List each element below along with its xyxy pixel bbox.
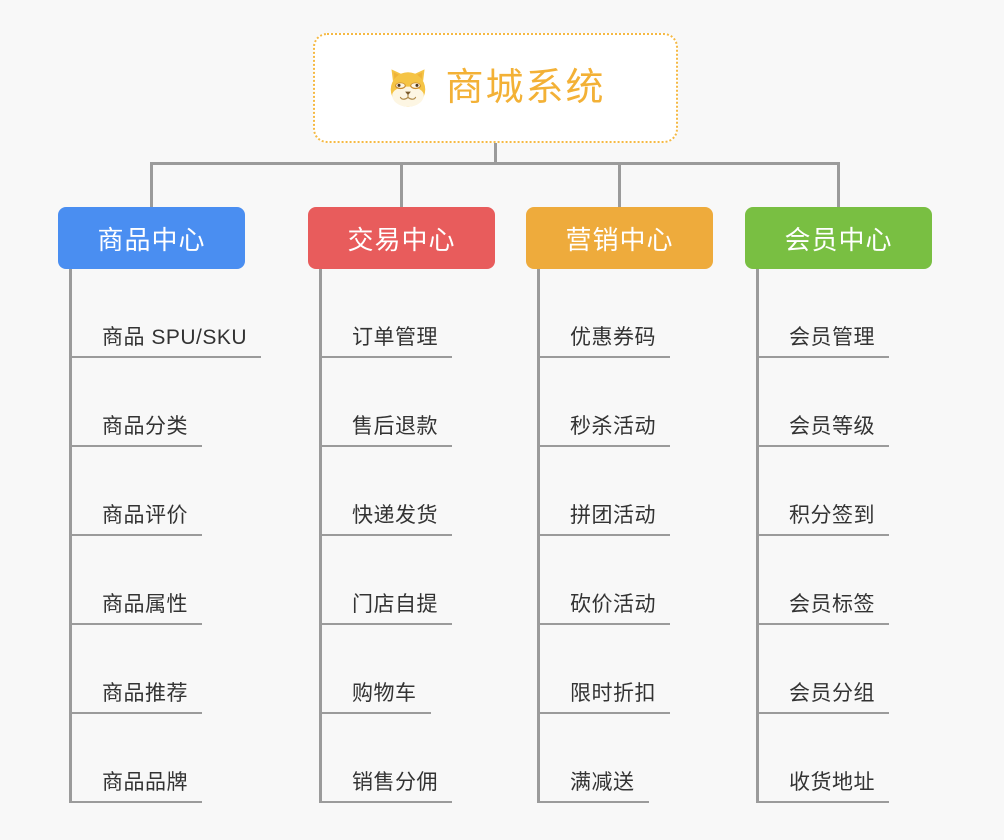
leaf-label: 会员等级 [789,414,875,438]
connector-drop-trade-center [400,162,403,208]
shiba-dog-face-icon [385,65,431,111]
connector-horizontal-bus [150,162,840,165]
leaf-underline: 销售分佣 [322,771,452,803]
leaf-list-marketing-center: 优惠券码 秒杀活动 拼团活动 砍价活动 限时折扣 满减送 [537,269,713,803]
list-item[interactable]: 积分签到 [759,447,932,536]
leaf-list-product-center: 商品 SPU/SKU 商品分类 商品评价 商品属性 商品推荐 商品品牌 [69,269,262,803]
list-item[interactable]: 商品分类 [72,358,261,447]
leaf-underline: 会员分组 [759,682,889,714]
leaf-list-member-center: 会员管理 会员等级 积分签到 会员标签 会员分组 收货地址 [756,269,932,803]
leaf-label: 会员标签 [789,592,875,616]
leaf-label: 砍价活动 [570,592,656,616]
leaf-underline: 商品分类 [72,415,202,447]
branch-member-center: 会员中心 会员管理 会员等级 积分签到 会员标签 会员分组 收货地址 [745,207,932,803]
leaf-underline: 积分签到 [759,504,889,536]
leaf-underline: 商品推荐 [72,682,202,714]
leaf-underline: 购物车 [322,682,431,714]
leaf-underline: 商品属性 [72,593,202,625]
leaf-label: 优惠券码 [570,325,656,349]
branch-product-center: 商品中心 商品 SPU/SKU 商品分类 商品评价 商品属性 商品推荐 商品品牌 [58,207,262,803]
category-header-member-center[interactable]: 会员中心 [745,207,932,269]
leaf-underline: 售后退款 [322,415,452,447]
list-item[interactable]: 会员分组 [759,625,932,714]
leaf-label: 商品评价 [102,503,188,527]
leaf-label: 订单管理 [352,325,438,349]
leaf-label: 销售分佣 [352,770,438,794]
category-header-product-center[interactable]: 商品中心 [58,207,245,269]
leaf-underline: 满减送 [540,771,649,803]
list-item[interactable]: 售后退款 [322,358,495,447]
list-item[interactable]: 商品推荐 [72,625,261,714]
leaf-underline: 商品评价 [72,504,202,536]
leaf-underline: 优惠券码 [540,326,670,358]
list-item[interactable]: 秒杀活动 [540,358,713,447]
leaf-label: 商品推荐 [102,681,188,705]
list-item[interactable]: 收货地址 [759,714,932,803]
leaf-label: 门店自提 [352,592,438,616]
list-item[interactable]: 优惠券码 [540,269,713,358]
leaf-underline: 会员管理 [759,326,889,358]
leaf-underline: 拼团活动 [540,504,670,536]
leaf-label: 会员分组 [789,681,875,705]
list-item[interactable]: 商品 SPU/SKU [72,269,262,358]
leaf-label: 收货地址 [789,770,875,794]
list-item[interactable]: 商品属性 [72,536,261,625]
leaf-underline: 限时折扣 [540,682,670,714]
category-header-label: 商品中心 [97,224,206,255]
leaf-label: 商品分类 [102,414,188,438]
leaf-label: 商品属性 [102,592,188,616]
leaf-label: 商品品牌 [102,770,188,794]
root-node-shopping-mall-system[interactable]: 商城系统 [313,33,678,143]
list-item[interactable]: 商品品牌 [72,714,261,803]
leaf-label: 快递发货 [352,503,438,527]
leaf-underline: 门店自提 [322,593,452,625]
connector-drop-member-center [837,162,840,208]
list-item[interactable]: 会员标签 [759,536,932,625]
leaf-label: 满减送 [570,770,635,794]
leaf-label: 购物车 [352,681,417,705]
list-item[interactable]: 门店自提 [322,536,495,625]
leaf-underline: 快递发货 [322,504,452,536]
leaf-underline: 会员标签 [759,593,889,625]
list-item[interactable]: 订单管理 [322,269,495,358]
leaf-label: 秒杀活动 [570,414,656,438]
leaf-underline: 收货地址 [759,771,889,803]
list-item[interactable]: 商品评价 [72,447,261,536]
category-header-trade-center[interactable]: 交易中心 [308,207,495,269]
list-item[interactable]: 销售分佣 [322,714,495,803]
list-item[interactable]: 快递发货 [322,447,495,536]
category-header-label: 营销中心 [565,224,674,255]
list-item[interactable]: 拼团活动 [540,447,713,536]
category-header-label: 交易中心 [347,224,456,255]
leaf-label: 限时折扣 [570,681,656,705]
leaf-label: 商品 SPU/SKU [102,325,248,349]
list-item[interactable]: 会员等级 [759,358,932,447]
leaf-underline: 商品 SPU/SKU [72,325,262,358]
list-item[interactable]: 会员管理 [759,269,932,358]
branch-marketing-center: 营销中心 优惠券码 秒杀活动 拼团活动 砍价活动 限时折扣 满减送 [526,207,713,803]
list-item[interactable]: 购物车 [322,625,495,714]
root-node-title: 商城系统 [445,67,606,109]
category-header-label: 会员中心 [784,224,893,255]
leaf-underline: 秒杀活动 [540,415,670,447]
list-item[interactable]: 限时折扣 [540,625,713,714]
connector-drop-product-center [150,162,153,208]
leaf-underline: 砍价活动 [540,593,670,625]
branch-trade-center: 交易中心 订单管理 售后退款 快递发货 门店自提 购物车 销售分佣 [308,207,495,803]
leaf-label: 售后退款 [352,414,438,438]
connector-root-stem [494,143,497,165]
leaf-label: 积分签到 [789,503,875,527]
list-item[interactable]: 砍价活动 [540,536,713,625]
connector-drop-marketing-center [618,162,621,208]
list-item[interactable]: 满减送 [540,714,713,803]
leaf-underline: 会员等级 [759,415,889,447]
leaf-underline: 订单管理 [322,326,452,358]
leaf-underline: 商品品牌 [72,771,202,803]
leaf-label: 拼团活动 [570,503,656,527]
leaf-label: 会员管理 [789,325,875,349]
leaf-list-trade-center: 订单管理 售后退款 快递发货 门店自提 购物车 销售分佣 [319,269,495,803]
category-header-marketing-center[interactable]: 营销中心 [526,207,713,269]
